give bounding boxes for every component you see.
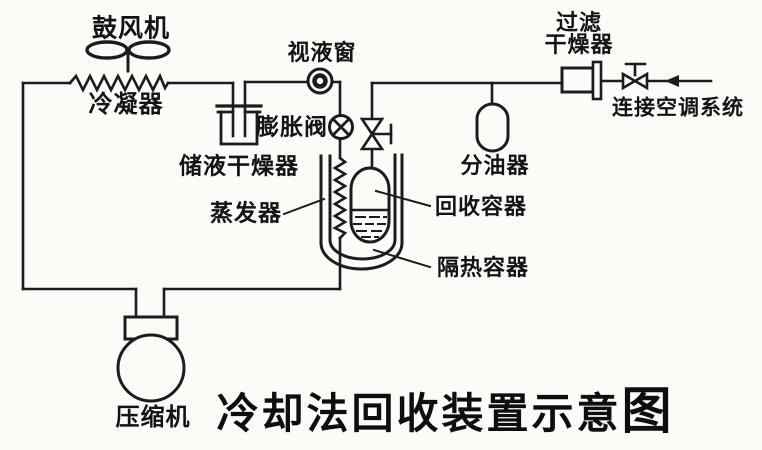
filter-drier-label-line1: 过滤 <box>555 10 603 35</box>
filter-drier-label-line2: 干燥器 <box>544 32 614 57</box>
insulated-container-symbol <box>319 153 404 271</box>
hand-valve-icon <box>621 62 649 91</box>
insulated-container-label: 隔热容器 <box>436 255 530 280</box>
diagram-title-last-char: 图 <box>621 383 672 439</box>
receiver-drier-symbol <box>215 104 263 146</box>
blower-fan-icon <box>85 40 171 73</box>
expansion-valve-icon <box>328 114 354 140</box>
expansion-valve-label: 膨胀阀 <box>256 114 328 140</box>
compressor-label: 压缩机 <box>115 405 191 431</box>
oil-separator-label: 分油器 <box>460 153 530 178</box>
sight-glass-icon <box>306 67 334 95</box>
leader-lines <box>282 189 432 269</box>
receiver-drier-label: 储液干燥器 <box>179 153 299 179</box>
blower-label: 鼓风机 <box>91 15 171 43</box>
hand-valve-icon <box>359 117 393 151</box>
filter-drier-symbol <box>560 60 603 101</box>
recovery-container-symbol <box>349 166 391 244</box>
filter-drier-label: 过滤 干燥器 <box>544 12 613 56</box>
evaporator-coil <box>332 156 348 240</box>
recovery-container-label: 回收容器 <box>434 194 528 219</box>
connect-ac-label: 连接空调系统 <box>612 95 744 120</box>
sight-glass-label: 视液窗 <box>287 40 357 65</box>
condenser-coil <box>68 72 170 93</box>
condenser-label: 冷凝器 <box>88 92 164 118</box>
diagram-title: 冷却法回收装置示意图 <box>216 371 671 443</box>
flow-direction-arrow-icon <box>665 75 679 87</box>
evaporator-label: 蒸发器 <box>210 200 282 226</box>
compressor-symbol <box>116 315 186 403</box>
oil-separator-symbol <box>475 102 510 153</box>
diagram-title-main: 冷却法回收装置示意 <box>216 392 622 438</box>
